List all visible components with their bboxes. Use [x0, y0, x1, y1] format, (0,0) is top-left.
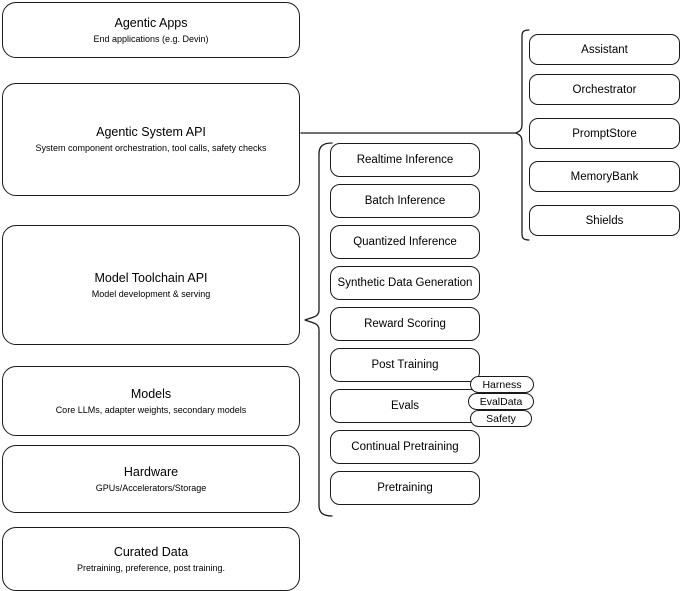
brace-system-components — [515, 29, 530, 241]
toolchain-label: Realtime Inference — [356, 154, 454, 166]
toolchain-label: Continual Pretraining — [351, 441, 459, 453]
toolchain-label: Evals — [390, 400, 420, 412]
system-component-box-shields[interactable]: Shields — [529, 205, 680, 236]
toolchain-box-pretraining[interactable]: Pretraining — [330, 471, 480, 505]
toolchain-label: Batch Inference — [364, 195, 446, 207]
system-component-box-promptstore[interactable]: PromptStore — [529, 118, 680, 149]
evals-pill-label: Harness — [482, 378, 522, 391]
toolchain-box-synthetic-data-generation[interactable]: Synthetic Data Generation — [330, 266, 480, 300]
evals-pill-harness[interactable]: Harness — [470, 376, 534, 393]
toolchain-label: Synthetic Data Generation — [337, 277, 473, 289]
evals-pill-label: EvalData — [479, 395, 523, 408]
system-component-label: MemoryBank — [570, 170, 639, 183]
brace-toolchain-items — [304, 142, 333, 517]
layer-title: Agentic Apps — [114, 15, 188, 30]
layer-subtitle: End applications (e.g. Devin) — [93, 33, 209, 44]
toolchain-box-evals[interactable]: Evals — [330, 389, 480, 423]
toolchain-box-realtime-inference[interactable]: Realtime Inference — [330, 143, 480, 177]
layer-subtitle: Core LLMs, adapter weights, secondary mo… — [55, 404, 247, 415]
toolchain-box-continual-pretraining[interactable]: Continual Pretraining — [330, 430, 480, 464]
toolchain-label: Post Training — [371, 359, 439, 371]
layer-title: Models — [130, 386, 172, 401]
layer-box-curated-data[interactable]: Curated Data Pretraining, preference, po… — [2, 527, 300, 591]
system-component-label: Shields — [585, 214, 624, 227]
layer-box-models[interactable]: Models Core LLMs, adapter weights, secon… — [2, 366, 300, 436]
toolchain-label: Reward Scoring — [364, 318, 446, 330]
layer-title: Agentic System API — [96, 125, 206, 139]
layer-subtitle: Model development & serving — [91, 288, 211, 299]
layer-subtitle: Pretraining, preference, post training. — [76, 562, 226, 573]
system-component-label: PromptStore — [572, 127, 637, 140]
system-component-label: Assistant — [581, 43, 628, 56]
layer-box-agentic-apps[interactable]: Agentic Apps End applications (e.g. Devi… — [2, 2, 300, 58]
layer-subtitle: System component orchestration, tool cal… — [35, 143, 267, 153]
system-component-box-assistant[interactable]: Assistant — [529, 34, 680, 65]
layer-box-agentic-system-api[interactable]: Agentic System API System component orch… — [2, 83, 300, 196]
layer-title: Model Toolchain API — [94, 270, 208, 285]
evals-pill-evaldata[interactable]: EvalData — [468, 393, 534, 410]
toolchain-box-post-training[interactable]: Post Training — [330, 348, 480, 382]
system-component-box-memorybank[interactable]: MemoryBank — [529, 161, 680, 192]
toolchain-box-batch-inference[interactable]: Batch Inference — [330, 184, 480, 218]
toolchain-box-reward-scoring[interactable]: Reward Scoring — [330, 307, 480, 341]
layer-box-hardware[interactable]: Hardware GPUs/Accelerators/Storage — [2, 445, 300, 513]
layer-box-model-toolchain-api[interactable]: Model Toolchain API Model development & … — [2, 225, 300, 345]
evals-pill-label: Safety — [486, 412, 516, 425]
system-component-box-orchestrator[interactable]: Orchestrator — [529, 74, 680, 105]
toolchain-label: Quantized Inference — [353, 236, 457, 248]
toolchain-box-quantized-inference[interactable]: Quantized Inference — [330, 225, 480, 259]
layer-subtitle: GPUs/Accelerators/Storage — [95, 482, 207, 493]
layer-title: Curated Data — [113, 544, 189, 559]
toolchain-label: Pretraining — [377, 482, 433, 494]
system-component-label: Orchestrator — [572, 83, 637, 96]
layer-title: Hardware — [123, 464, 179, 479]
evals-pill-safety[interactable]: Safety — [470, 410, 532, 427]
